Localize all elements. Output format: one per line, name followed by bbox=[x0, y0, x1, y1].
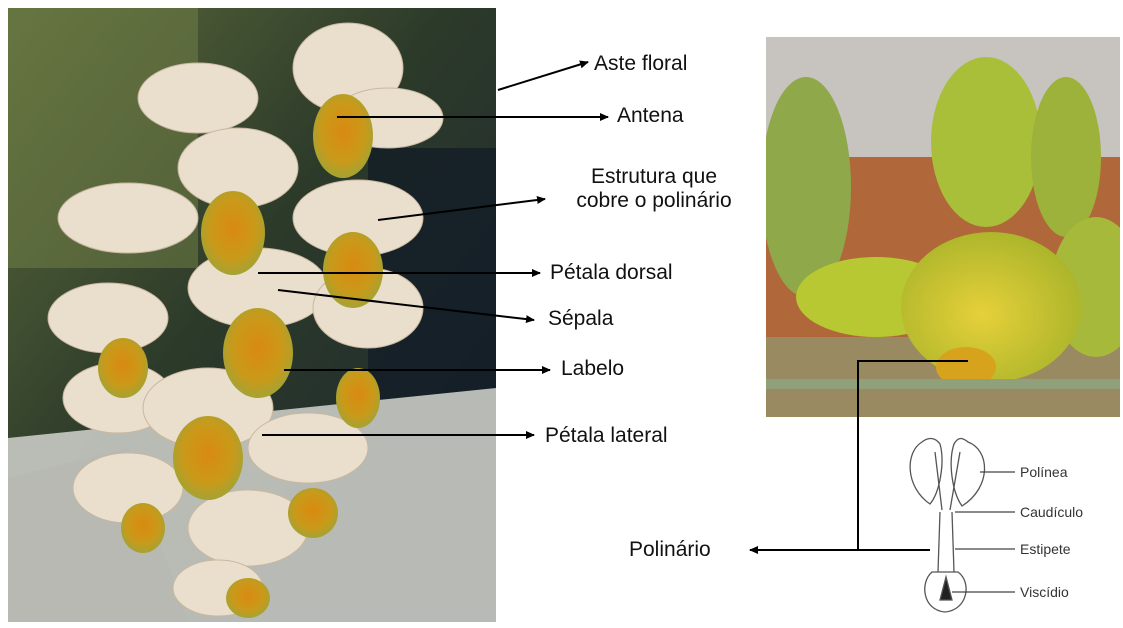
leader-aste-floral bbox=[498, 62, 588, 90]
label-estrutura: Estrutura que cobre o polinário bbox=[548, 165, 760, 213]
label-caudiculo: Caudículo bbox=[1020, 504, 1083, 520]
label-polinea: Polínea bbox=[1020, 464, 1067, 480]
leader-sepala bbox=[278, 290, 534, 320]
label-labelo: Labelo bbox=[561, 357, 624, 381]
label-polinario: Polinário bbox=[629, 538, 711, 562]
label-aste-floral: Aste floral bbox=[594, 52, 687, 76]
leader-polinario-bracket bbox=[830, 361, 968, 550]
label-petala-dorsal: Pétala dorsal bbox=[550, 261, 673, 285]
label-antena: Antena bbox=[617, 104, 684, 128]
label-estipete: Estipete bbox=[1020, 541, 1071, 557]
label-viscidio: Viscídio bbox=[1020, 584, 1069, 600]
label-estrutura-line1: Estrutura que bbox=[548, 165, 760, 189]
label-sepala: Sépala bbox=[548, 307, 613, 331]
label-estrutura-line2: cobre o polinário bbox=[548, 189, 760, 213]
leader-estrutura bbox=[378, 199, 545, 220]
label-petala-lateral: Pétala lateral bbox=[545, 424, 668, 448]
